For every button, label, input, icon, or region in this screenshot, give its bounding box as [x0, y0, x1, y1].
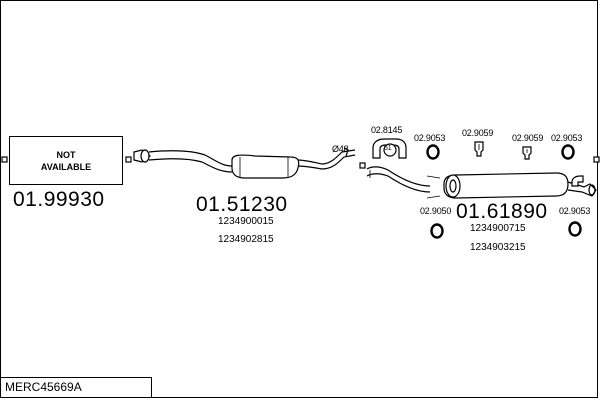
ring-a-label[interactable]: 02.9053 — [414, 133, 446, 143]
part-number-3[interactable]: 01.61890 — [456, 200, 548, 223]
hanger-icon — [372, 138, 407, 159]
ring-icon-a — [426, 144, 440, 160]
not-available-box: NOT AVAILABLE — [9, 136, 123, 185]
model-code-box: MERC45669A — [0, 377, 152, 398]
hanger-a-badge: 51 — [384, 145, 392, 152]
bolt-icon-b — [522, 146, 532, 160]
part-3-ref-1: 1234900715 — [470, 223, 526, 234]
front-flange-icon — [133, 149, 151, 163]
connector-marker-right — [359, 162, 366, 169]
part-3-ref-2: 1234903215 — [470, 242, 526, 253]
clamp-label: Ø48 — [332, 144, 349, 154]
bolt-b-label[interactable]: 02.9059 — [512, 133, 544, 143]
not-available-line2: AVAILABLE — [40, 161, 92, 172]
ring-icon-b — [561, 144, 575, 160]
tailpipe-icon — [567, 181, 597, 197]
rear-silencer-icon — [443, 172, 569, 199]
ring-d-label[interactable]: 02.9053 — [559, 206, 591, 216]
clamp-icon — [343, 147, 349, 157]
bolt-a-label[interactable]: 02.9059 — [462, 128, 494, 138]
ring-icon-c — [430, 223, 444, 239]
not-available-line1: NOT — [56, 149, 76, 160]
ring-b-label[interactable]: 02.9053 — [551, 133, 583, 143]
hanger-small-icon — [571, 175, 584, 187]
connector-marker-end — [593, 156, 600, 163]
ring-c-label[interactable]: 02.9050 — [420, 206, 452, 216]
connector-marker-left — [1, 156, 8, 163]
part-2-ref-1: 1234900015 — [218, 216, 274, 227]
part-number-1[interactable]: 01.99930 — [13, 188, 105, 211]
bolt-icon-a — [474, 141, 484, 157]
hanger-a-label[interactable]: 02.8145 — [371, 125, 403, 135]
ring-icon-d — [568, 221, 582, 237]
model-code: MERC45669A — [5, 380, 82, 394]
middle-pipe-icon — [148, 149, 356, 173]
part-number-2[interactable]: 01.51230 — [196, 193, 288, 216]
part-2-ref-2: 1234902815 — [218, 234, 274, 245]
rear-pipe-icon — [366, 166, 441, 199]
connector-marker-mid — [125, 156, 132, 163]
center-silencer-icon — [231, 154, 300, 179]
